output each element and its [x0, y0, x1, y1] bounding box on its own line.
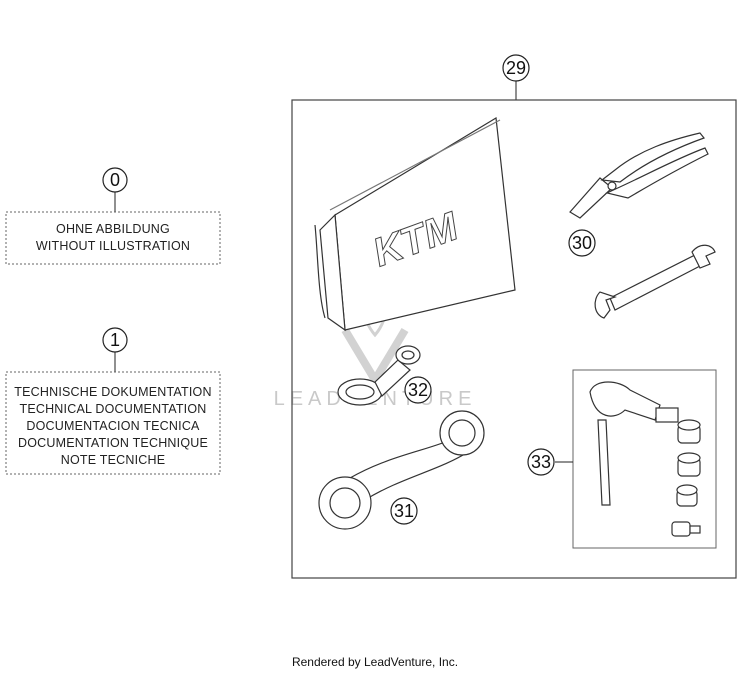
bit-set-frame — [555, 369, 717, 549]
tool-kit-frame — [291, 99, 737, 579]
note-box-without-illustration: OHNE ABBILDUNG WITHOUT ILLUSTRATION — [5, 211, 221, 265]
callout-32[interactable]: 32 — [404, 376, 432, 404]
doc-line-de: TECHNISCHE DOKUMENTATION — [14, 385, 211, 399]
note-line-en: WITHOUT ILLUSTRATION — [36, 239, 190, 253]
callout-33[interactable]: 33 — [527, 448, 555, 476]
callout-0[interactable]: 0 — [102, 167, 128, 193]
parts-diagram: LEADVENTURE 0 OHNE ABBILDUNG WITHOUT ILL… — [5, 54, 737, 579]
callout-30-label: 30 — [572, 233, 592, 253]
bit-socket-3[interactable] — [676, 484, 698, 507]
watermark-v-icon — [341, 327, 409, 388]
note-line-de: OHNE ABBILDUNG — [56, 222, 170, 236]
ring-spanner[interactable] — [318, 410, 485, 530]
callout-29[interactable]: 29 — [502, 54, 530, 82]
tool-pouch[interactable]: KTM — [314, 117, 516, 332]
callout-1[interactable]: 1 — [102, 327, 128, 353]
note-box-technical-documentation: TECHNISCHE DOKUMENTATION TECHNICAL DOCUM… — [5, 371, 221, 475]
bit-socket-1[interactable] — [677, 419, 701, 444]
doc-line-es: DOCUMENTACION TECNICA — [26, 419, 200, 433]
doc-line-fr: DOCUMENTATION TECHNIQUE — [18, 436, 208, 450]
bit-socket-2[interactable] — [677, 452, 701, 477]
callout-31-label: 31 — [394, 501, 414, 521]
callout-30[interactable]: 30 — [568, 229, 596, 257]
box-wrench-small[interactable] — [337, 345, 421, 406]
callout-33-label: 33 — [531, 452, 551, 472]
doc-line-en: TECHNICAL DOCUMENTATION — [19, 402, 206, 416]
callout-31[interactable]: 31 — [390, 497, 418, 525]
callout-0-label: 0 — [110, 170, 120, 190]
t-handle-driver[interactable] — [589, 381, 679, 506]
open-end-wrench[interactable] — [594, 244, 716, 319]
callout-32-label: 32 — [408, 380, 428, 400]
footer-credit: Rendered by LeadVenture, Inc. — [291, 655, 459, 669]
doc-line-it: NOTE TECNICHE — [61, 453, 165, 467]
callout-1-label: 1 — [110, 330, 120, 350]
pliers[interactable] — [569, 132, 709, 219]
bit-socket-4[interactable] — [671, 521, 701, 537]
callout-29-label: 29 — [506, 58, 526, 78]
